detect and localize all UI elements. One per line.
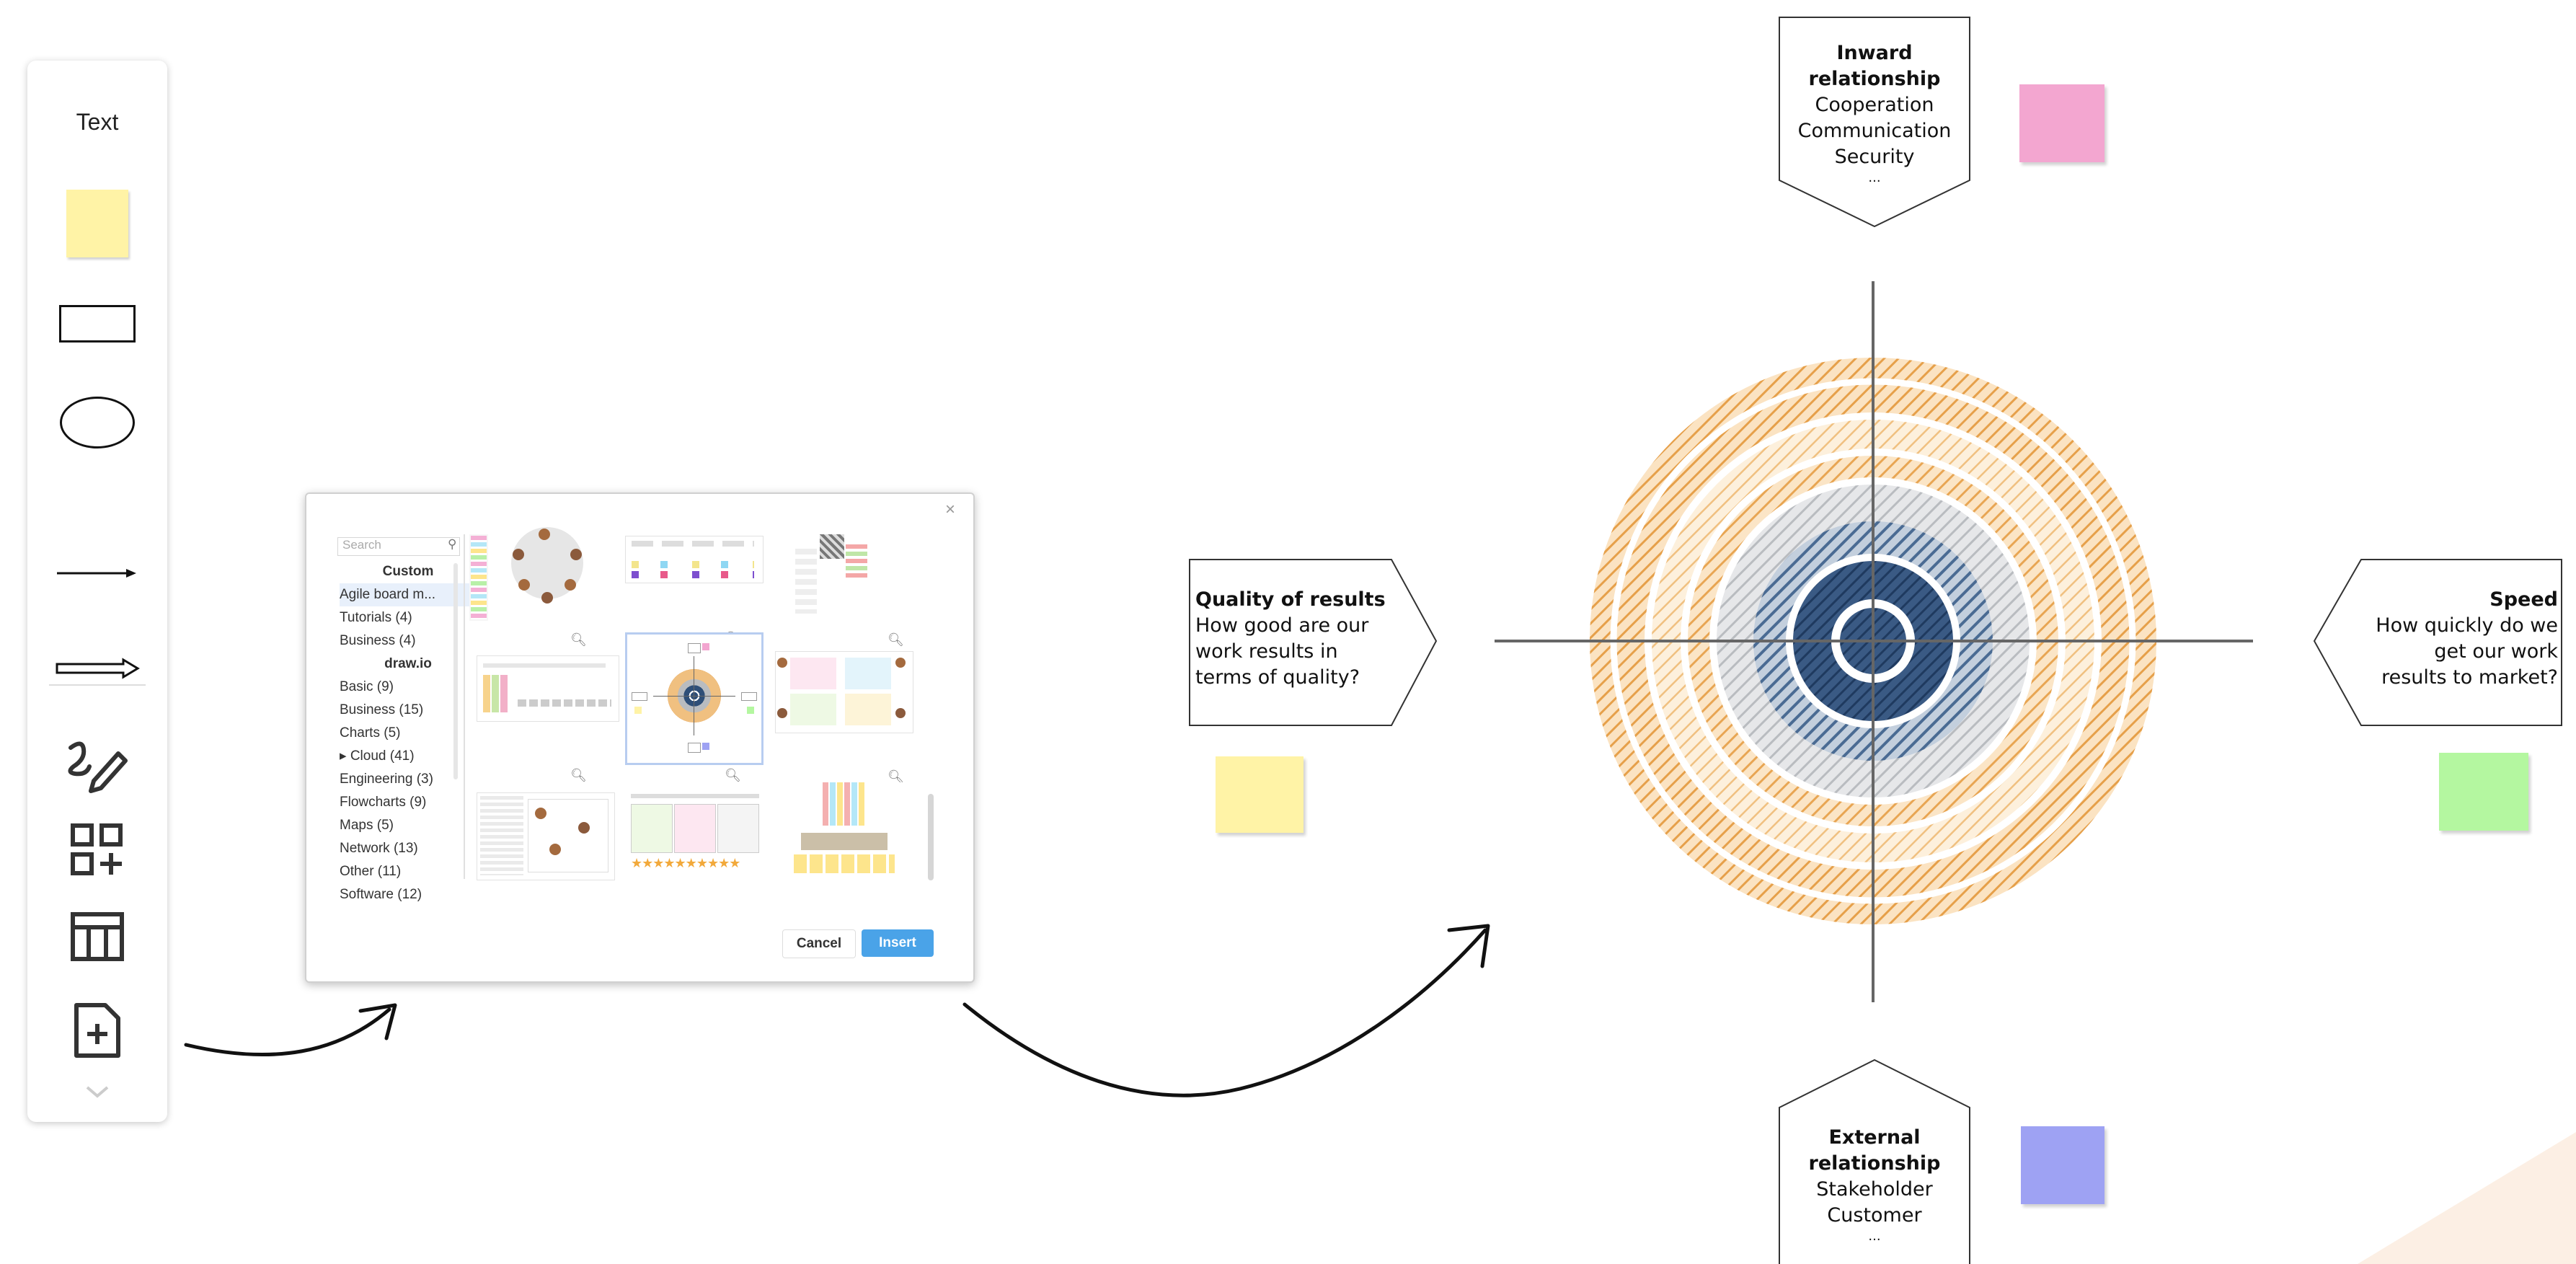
top-label-shape[interactable]	[1779, 17, 1970, 228]
template-thumbnail[interactable]	[791, 534, 877, 619]
preview-magnifier-icon[interactable]: 🔍︎	[725, 768, 741, 782]
left-label-title: Quality of results	[1195, 588, 1386, 611]
corner-decoration	[2358, 1132, 2576, 1264]
top-label-item: Communication	[1797, 120, 1952, 142]
left-label-line: How good are our	[1195, 614, 1369, 637]
top-label-item: ...	[1868, 170, 1881, 185]
top-label-title: relationship	[1808, 68, 1941, 90]
toolbar-divider	[49, 684, 146, 686]
cancel-button[interactable]: Cancel	[782, 929, 856, 958]
preview-magnifier-icon[interactable]: 🔍︎	[570, 632, 587, 647]
expand-toolbar-button[interactable]	[27, 1077, 167, 1106]
bottom-label-title: External	[1828, 1126, 1921, 1149]
category-group-header: Custom	[382, 564, 434, 579]
sticky-note-yellow[interactable]	[1216, 756, 1304, 833]
sticky-note-violet[interactable]	[2021, 1126, 2104, 1204]
add-shapes-icon	[71, 823, 123, 875]
bottom-label-item: ...	[1868, 1229, 1881, 1244]
rectangle-tool[interactable]	[27, 299, 167, 349]
table-icon	[71, 912, 124, 961]
right-label-shape[interactable]	[2313, 559, 2562, 726]
ellipse-icon	[60, 397, 135, 448]
left-toolbar: Text	[27, 61, 167, 1122]
top-label: Inward relationship Cooperation Communic…	[1781, 40, 1968, 186]
top-label-item: Security	[1834, 146, 1915, 168]
top-label-title: Inward	[1836, 42, 1913, 64]
template-thumbnail-selected[interactable]	[625, 632, 763, 765]
bottom-label-item: Stakeholder	[1816, 1178, 1933, 1201]
bottom-label-title: relationship	[1808, 1152, 1941, 1175]
connector-arrow[interactable]	[184, 1003, 397, 1057]
preview-magnifier-icon[interactable]: 🔍︎	[888, 769, 904, 784]
shapes-tool[interactable]	[27, 818, 167, 883]
search-icon[interactable]: ⚲	[448, 537, 457, 551]
template-thumbnail[interactable]	[775, 651, 913, 733]
category-item[interactable]: Network (13)	[340, 841, 418, 856]
bottom-label-shape[interactable]	[1779, 1059, 1970, 1264]
top-label-item: Cooperation	[1815, 94, 1934, 116]
category-item[interactable]: Engineering (3)	[340, 772, 433, 787]
sticky-note-tool[interactable]	[27, 187, 167, 260]
double-arrow-icon	[56, 658, 140, 679]
line-icon	[57, 569, 136, 578]
ellipse-tool[interactable]	[27, 386, 167, 459]
category-item[interactable]: Flowcharts (9)	[340, 795, 427, 810]
sticky-note-icon	[66, 190, 128, 257]
template-thumbnail[interactable]	[791, 782, 906, 879]
text-tool[interactable]: Text	[27, 104, 167, 140]
category-group-header: draw.io	[384, 656, 432, 671]
bottom-label: External relationship Stakeholder Custom…	[1781, 1125, 1968, 1245]
category-item[interactable]: Maps (5)	[340, 818, 394, 833]
template-thumbnail[interactable]	[477, 655, 619, 722]
preview-magnifier-icon[interactable]: 🔍︎	[570, 768, 587, 782]
template-thumbnail[interactable]	[497, 527, 605, 605]
right-label-title: Speed	[2489, 588, 2558, 611]
chevron-down-icon	[86, 1086, 109, 1098]
target-axes	[1495, 281, 2253, 1002]
template-thumbnail[interactable]	[477, 792, 615, 880]
category-item[interactable]: Tutorials (4)	[340, 610, 412, 625]
preview-magnifier-icon[interactable]: 🔍︎	[888, 632, 904, 647]
template-search-input[interactable]: Search	[337, 537, 460, 556]
arrow-tool[interactable]	[27, 650, 167, 686]
right-label-line: results to market?	[2381, 666, 2558, 689]
preview-scrollbar[interactable]	[928, 794, 934, 880]
category-item[interactable]: Charts (5)	[340, 725, 401, 741]
category-item[interactable]: ▸ Cloud (41)	[340, 748, 415, 764]
freehand-draw-icon	[68, 741, 128, 793]
text-tool-label: Text	[76, 108, 119, 135]
category-item[interactable]: Other (11)	[340, 864, 402, 879]
table-tool[interactable]	[27, 904, 167, 969]
left-label-line: terms of quality?	[1195, 666, 1360, 689]
dialog-close-icon[interactable]: ×	[945, 500, 956, 519]
left-label-line: work results in	[1195, 640, 1338, 663]
category-item[interactable]: Business (4)	[340, 633, 416, 648]
add-page-icon	[74, 1003, 120, 1058]
template-preview-grid: 🔍︎ 🔍︎ 🔍︎	[468, 527, 937, 880]
freehand-tool[interactable]	[27, 734, 167, 799]
dialog-divider	[464, 534, 465, 879]
template-thumbnail[interactable]	[625, 536, 763, 583]
rectangle-icon	[59, 305, 136, 342]
new-page-tool[interactable]	[27, 998, 167, 1063]
line-tool[interactable]	[27, 555, 167, 591]
right-label-line: get our work	[2434, 640, 2558, 663]
bottom-label-item: Customer	[1827, 1204, 1922, 1227]
category-item[interactable]: Business (15)	[340, 702, 424, 717]
category-scrollbar[interactable]	[453, 563, 458, 779]
sticky-note-pink[interactable]	[2019, 84, 2104, 162]
category-item[interactable]: Software (12)	[340, 887, 422, 902]
template-thumbnail[interactable]: ★★★★★★★★★★	[628, 791, 763, 879]
template-thumbnail[interactable]	[469, 534, 488, 621]
left-label-shape[interactable]	[1189, 559, 1438, 726]
connector-arrow[interactable]	[962, 924, 1490, 1097]
right-label-line: How quickly do we	[2376, 614, 2558, 637]
sticky-note-green[interactable]	[2439, 753, 2528, 831]
category-item[interactable]: Basic (9)	[340, 679, 394, 694]
right-label: Speed How quickly do we get our work res…	[2329, 587, 2558, 691]
insert-button[interactable]: Insert	[862, 929, 934, 957]
left-label: Quality of results How good are our work…	[1195, 587, 1412, 691]
